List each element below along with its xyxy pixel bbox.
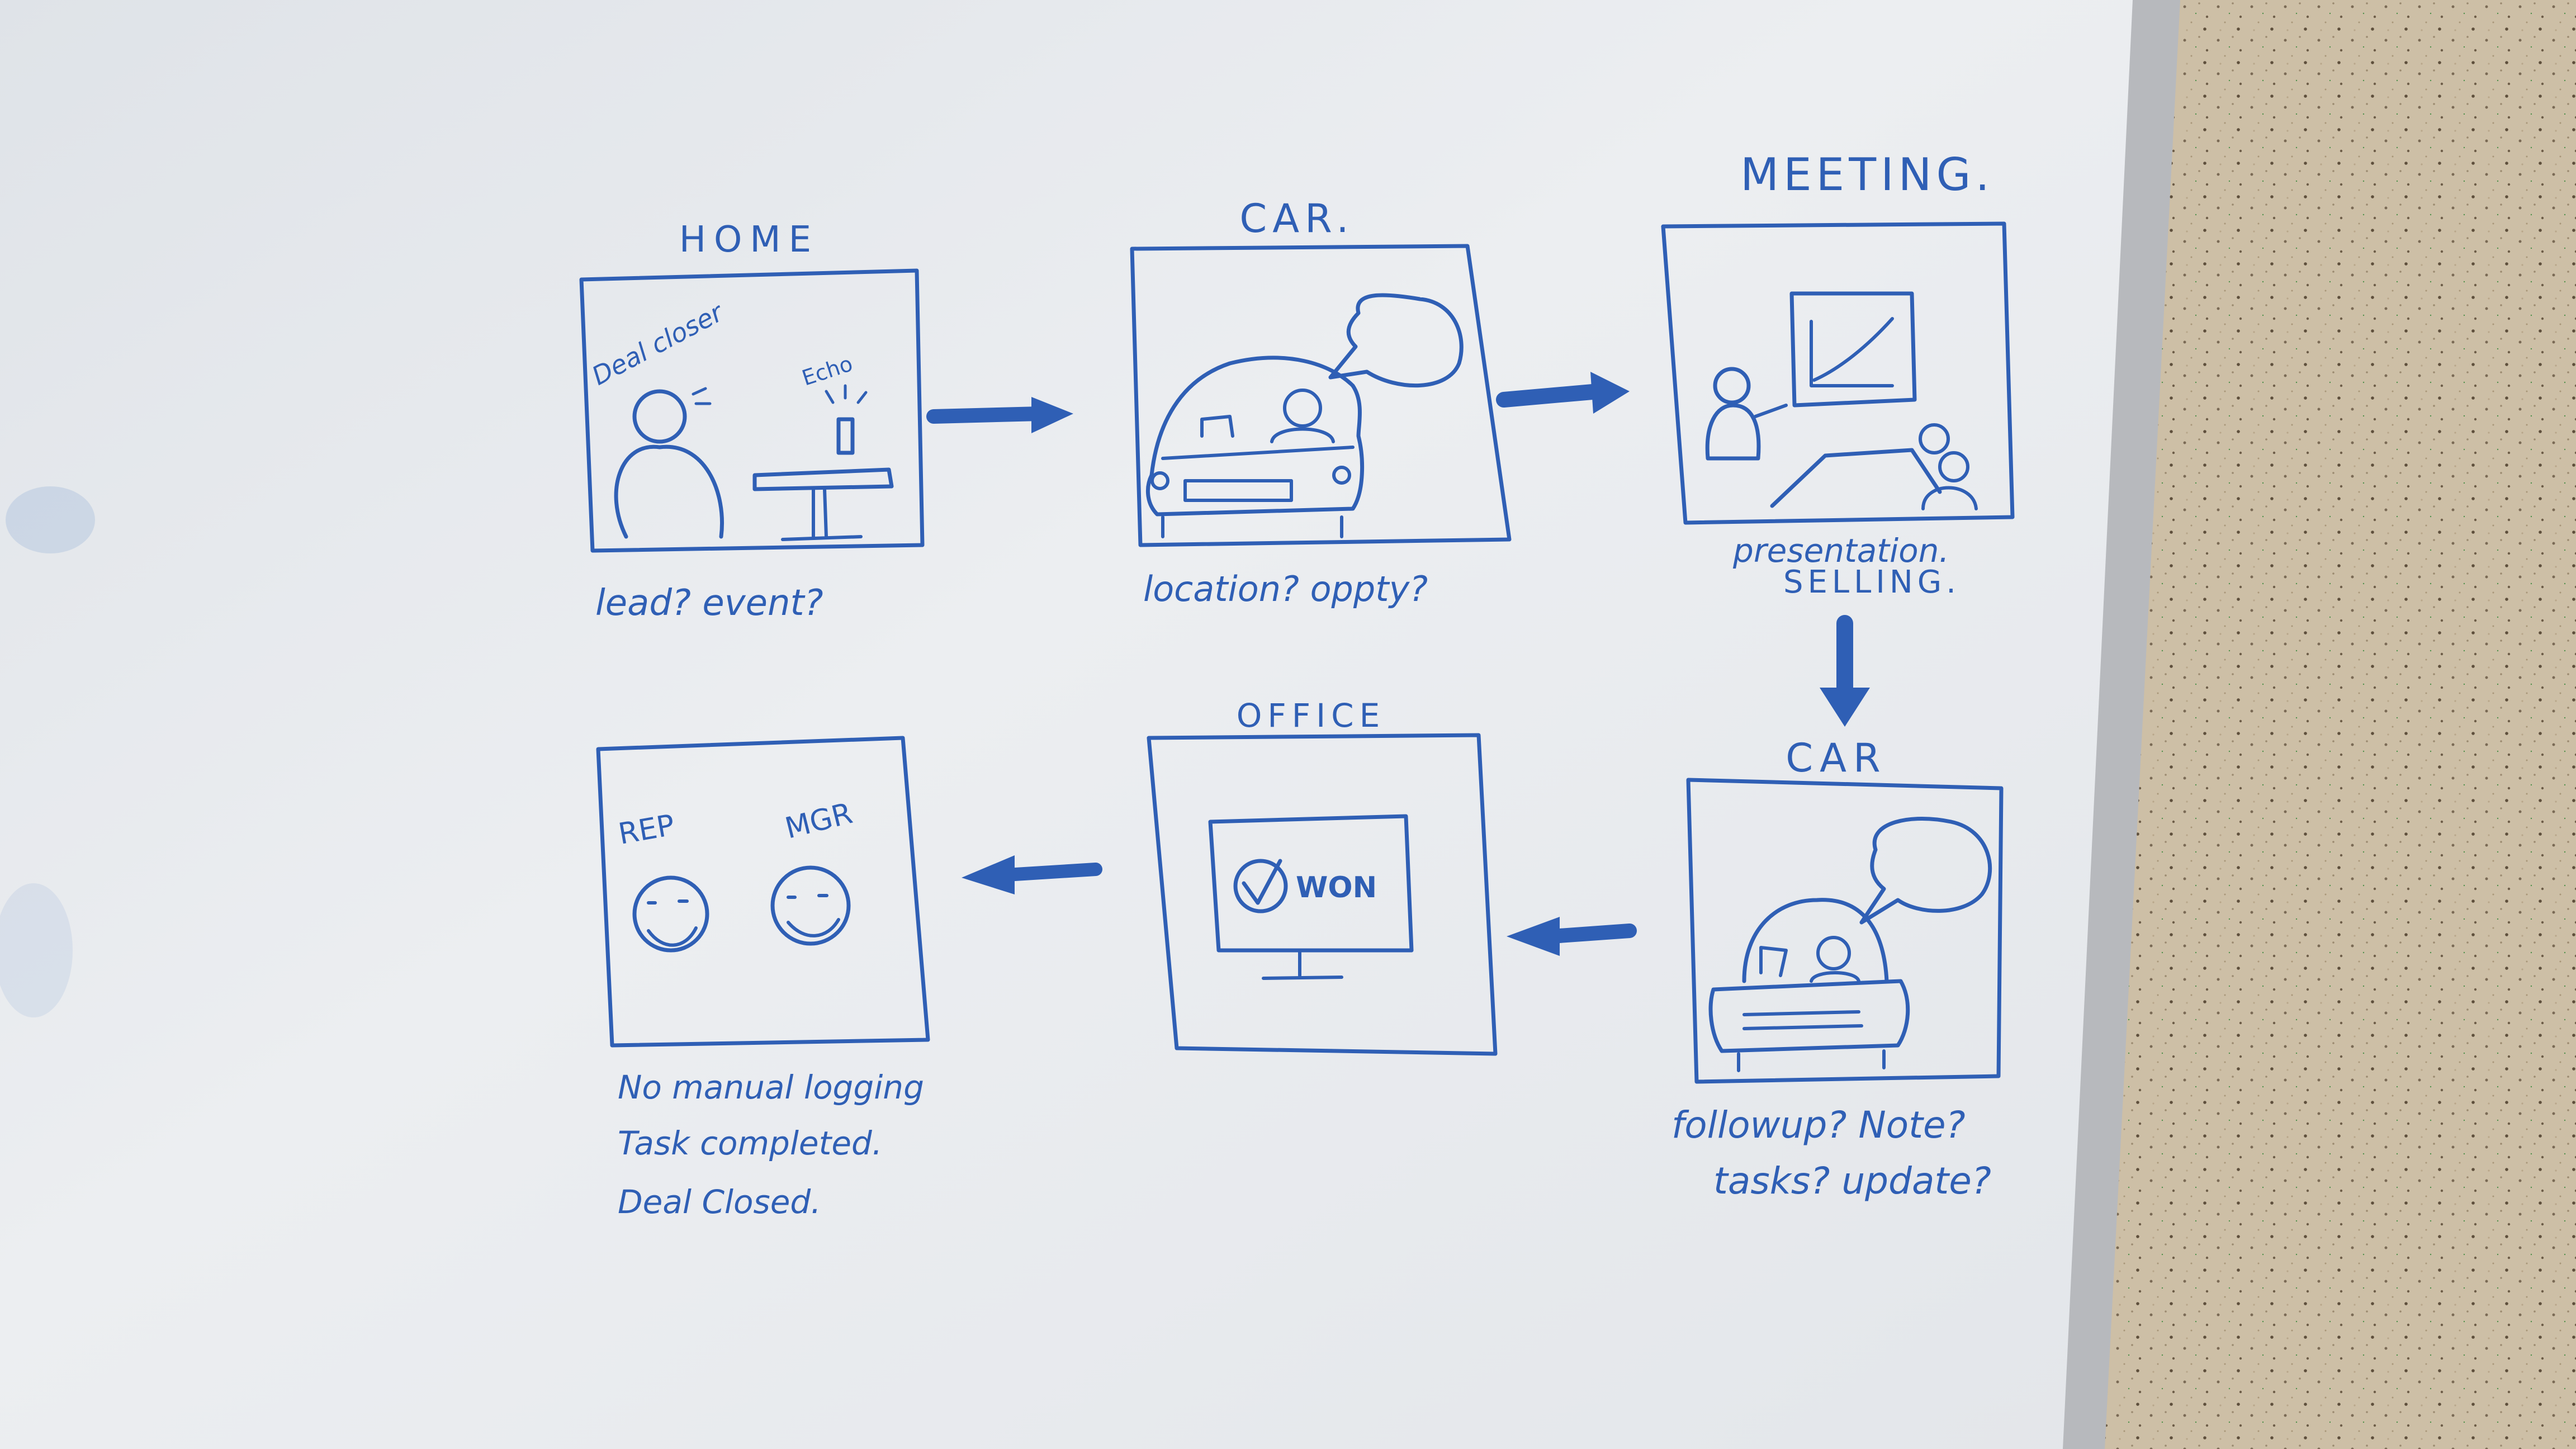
panel-caption: presentation. bbox=[1732, 532, 1949, 570]
panel-caption: followup? Note? bbox=[1671, 1104, 1966, 1147]
panel-frame bbox=[579, 268, 925, 553]
panel-meeting: MEETING. presentation. SELLING. bbox=[1661, 149, 2015, 600]
presenter-figure bbox=[1705, 367, 1788, 461]
panel-caption: tasks? update? bbox=[1713, 1159, 1991, 1202]
table-with-echo bbox=[752, 384, 894, 541]
panel-title: OFFICE bbox=[1237, 697, 1386, 735]
panel-frame bbox=[596, 736, 930, 1048]
panel-title: HOME bbox=[679, 219, 819, 261]
arrow-icon bbox=[1820, 615, 1870, 727]
panel-caption: lead? event? bbox=[595, 583, 823, 624]
board-smudge bbox=[6, 486, 95, 553]
panel-car-1: CAR. location? oppty? bbox=[1130, 196, 1512, 609]
panel-office: OFFICE WON bbox=[1147, 697, 1498, 1056]
arrow-icon bbox=[926, 397, 1073, 433]
panel-caption: No manual logging bbox=[618, 1068, 924, 1106]
car-drawing bbox=[1708, 898, 1910, 1072]
panel-frame bbox=[1130, 244, 1512, 547]
panel-car-2: CAR followup? Note? tasks? update? bbox=[1671, 735, 2004, 1202]
arrow-icon bbox=[1507, 917, 1637, 956]
panel-title: CAR bbox=[1786, 735, 1887, 781]
board-smudge bbox=[0, 883, 73, 1017]
meeting-table bbox=[1770, 423, 1978, 510]
smiley-icon bbox=[632, 875, 709, 953]
person-figure bbox=[614, 387, 724, 539]
panel-caption: Task completed. bbox=[618, 1124, 882, 1162]
whiteboard bbox=[0, 0, 2133, 1449]
car-drawing bbox=[1145, 356, 1365, 538]
panel-frame bbox=[1661, 221, 2015, 525]
panel-caption: location? oppty? bbox=[1143, 569, 1428, 609]
panel-frame bbox=[1686, 778, 2004, 1084]
speech-bubble-icon bbox=[1328, 293, 1464, 388]
chart-icon bbox=[1789, 291, 1917, 408]
panel-caption: Deal Closed. bbox=[618, 1183, 821, 1221]
panel-frame bbox=[1147, 733, 1498, 1056]
panel-title: CAR. bbox=[1239, 196, 1354, 242]
arrow-icon bbox=[1496, 372, 1630, 414]
monitor-drawing: WON bbox=[1208, 814, 1414, 980]
monitor-text: WON bbox=[1296, 871, 1377, 905]
smiley-icon bbox=[770, 865, 851, 946]
checkmark-icon bbox=[1233, 859, 1288, 913]
speech-bubble-icon bbox=[1859, 816, 1992, 925]
panel-title: MEETING. bbox=[1740, 149, 1994, 201]
arrow-icon bbox=[962, 855, 1102, 894]
panel-result: REP MGR No manual logging Task completed… bbox=[596, 736, 930, 1221]
panel-caption: SELLING. bbox=[1783, 564, 1961, 600]
